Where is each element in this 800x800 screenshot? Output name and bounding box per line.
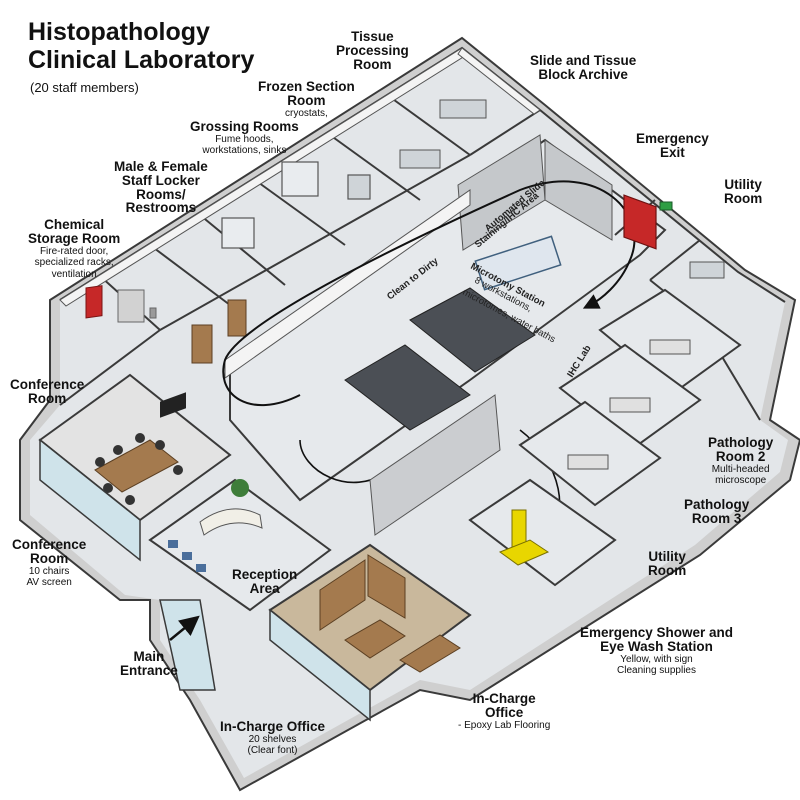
workflow-path [222,180,636,406]
microtomy-workstations [344,287,536,431]
title-line-2: Clinical Laboratory [28,46,255,74]
label-pathology-2-note: Multi-headed microscope [711,463,770,487]
title-line-1: Histopathology [28,18,210,46]
label-frozen-section-title: Frozen Section Room [258,79,355,108]
chemical-racks [117,289,157,323]
clean-dirty-partition [224,189,471,379]
conference-table [94,439,179,493]
label-conference-b-note: 10 chairs AV screen [26,565,72,589]
label-utility-top: Utility Room [724,178,762,206]
label-chemical-storage-title: Chemical Storage Room [28,217,121,246]
wall-caps [59,47,541,307]
reception-chairs [168,540,206,572]
label-tissue-processing: Tissue Processing Room [336,30,409,71]
label-emergency-shower-title: Emergency Shower and Eye Wash Station [580,625,734,654]
emergency-exit-door [623,194,657,250]
label-incharge-office-right-title: In-Charge Office [472,691,536,720]
office-bench [399,634,461,673]
lab-benches-north [399,99,487,169]
label-incharge-office-bottom: In-Charge Office 20 shelves (Clear font) [220,720,325,757]
label-frozen-section-note: cryostats, [284,107,328,119]
label-main-entrance-title: Main Entrance [120,649,178,678]
label-emergency-shower-note: Yellow, with sign Cleaning supplies [617,653,696,677]
office-shelves [319,554,406,631]
label-tissue-processing-title: Tissue Processing Room [336,29,409,72]
exit-sign [659,201,673,211]
fire-rated-door [85,285,103,319]
label-frozen-section: Frozen Section Room cryostats, [258,80,355,119]
label-chemical-storage: Chemical Storage Room Fire-rated door, s… [28,218,120,280]
label-pathology-3: Pathology Room 3 [684,498,749,526]
label-grossing-note: Fume hoods, workstations, sinks [202,133,287,157]
slide-archive-shelves [457,134,613,251]
office-glass-front [269,608,371,722]
label-reception: Reception Area [232,568,297,596]
label-conference-b: Conference Room 10 chairs AV screen [12,538,86,589]
label-pathology-3-title: Pathology Room 3 [684,497,750,526]
label-chemical-storage-note: Fire-rated door, specialized racks, vent… [34,245,114,280]
shower-floor-mat [498,539,550,566]
reception-desk [199,508,263,536]
label-incharge-office-bottom-title: In-Charge Office [220,719,326,734]
label-conference-a: Conference Room [10,378,84,406]
locker-doors [191,299,247,364]
label-incharge-office-bottom-note: 20 shelves (Clear font) [247,733,298,757]
label-pathology-2: Pathology Room 2 Multi-headed microscope [708,436,773,487]
label-conference-a-title: Conference Room [10,377,85,406]
utility-sink-top [689,261,725,279]
conference-glass-wall [39,438,141,562]
label-grossing-title: Grossing Rooms [190,119,299,134]
entrance-arrow [169,615,200,641]
label-emergency-exit: Emergency Exit [636,132,709,160]
label-emergency-exit-title: Emergency Exit [636,131,709,160]
staining-instrument [474,235,562,291]
entrance-doors [159,599,216,691]
fume-hoods [221,161,371,249]
label-reception-title: Reception Area [232,567,298,596]
pathology-desks [567,339,691,470]
label-utility-bottom-title: Utility Room [648,549,687,578]
reception-floor [148,478,332,612]
page-title: Histopathology Clinical Laboratory [28,18,254,74]
label-utility-top-title: Utility Room [724,177,763,206]
label-incharge-office-right: In-Charge Office - Epoxy Lab Flooring [458,692,550,731]
label-slide-archive: Slide and Tissue Block Archive [530,54,636,82]
label-conference-b-title: Conference Room [12,537,87,566]
label-slide-archive-title: Slide and Tissue Block Archive [530,53,637,82]
label-locker-rooms-title: Male & Female Staff Locker Rooms/ Restro… [114,159,208,216]
conference-chairs [95,433,183,505]
label-incharge-office-right-note: - Epoxy Lab Flooring [458,719,551,731]
label-grossing: Grossing Rooms Fume hoods, workstations,… [190,120,299,157]
lab-storage-wall [369,394,501,536]
label-locker-rooms: Male & Female Staff Locker Rooms/ Restro… [114,160,208,215]
office-desk [344,619,406,659]
reception-plant [231,479,249,497]
label-main-entrance: Main Entrance [120,650,178,678]
label-emergency-shower: Emergency Shower and Eye Wash Station Ye… [580,626,733,677]
subtitle: (20 staff members) [30,80,139,95]
utility-room-bottom [468,478,617,587]
label-utility-bottom: Utility Room [648,550,686,578]
av-screen [160,392,186,418]
label-pathology-2-title: Pathology Room 2 [708,435,774,464]
